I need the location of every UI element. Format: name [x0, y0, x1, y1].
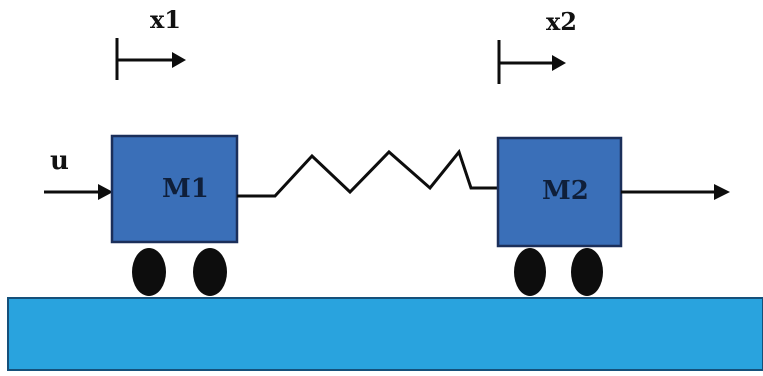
ground-surface — [7, 297, 763, 371]
x2-displacement-arrow — [497, 40, 566, 84]
mass-2-wheel-right — [571, 248, 603, 296]
mass-1-wheel-right — [193, 248, 227, 296]
output-arrow — [621, 184, 730, 200]
mass-2-label: M2 — [542, 176, 589, 206]
mass-1-label: M1 — [162, 174, 209, 204]
mass-2-wheel-left — [514, 248, 546, 296]
mass-1-block — [110, 134, 239, 244]
x1-displacement-arrow — [115, 38, 186, 80]
input-force-arrow — [44, 184, 113, 200]
mass-2-block — [496, 136, 623, 248]
x1-label: x1 — [150, 5, 182, 34]
x2-label: x2 — [546, 7, 578, 36]
input-u-label: u — [50, 146, 69, 176]
spring — [237, 148, 499, 198]
mass-1-wheel-left — [132, 248, 166, 296]
